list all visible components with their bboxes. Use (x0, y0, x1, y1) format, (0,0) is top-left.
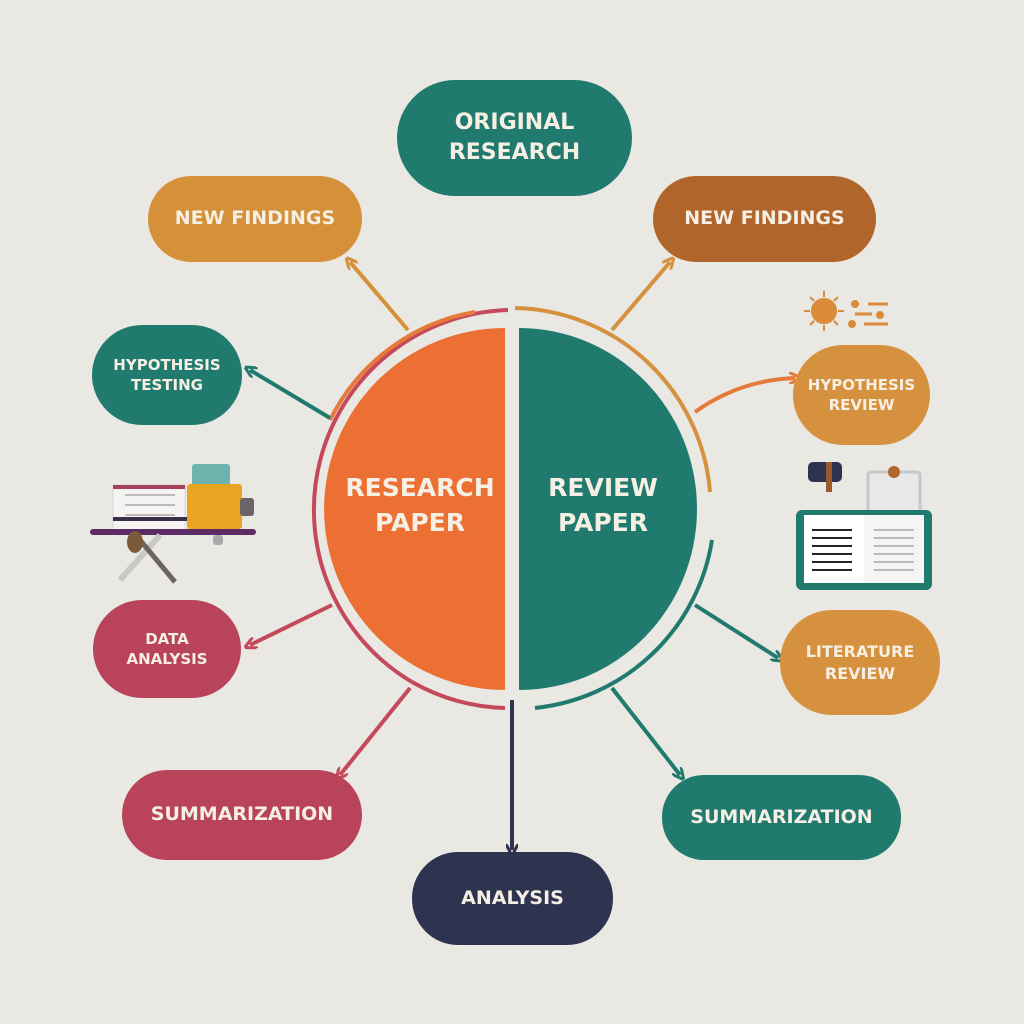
node-original-research: ORIGINAL RESEARCH (397, 80, 632, 196)
node-hypothesis-review: HYPOTHESIS REVIEW (793, 345, 930, 445)
sun-icon (804, 291, 888, 331)
research-half-shape (324, 328, 505, 690)
node-new-findings-right: NEW FINDINGS (653, 176, 876, 262)
review-paper-label: REVIEW PAPER (548, 473, 658, 537)
arrow-new-findings-left (350, 262, 410, 332)
ring-arc-right (514, 306, 712, 493)
research-paper-label: RESEARCH PAPER (345, 473, 495, 537)
node-summarization-left: SUMMARIZATION (122, 770, 362, 860)
node-analysis: ANALYSIS (412, 852, 613, 945)
arrow-data-analysis (250, 603, 333, 645)
review-half-shape (519, 328, 697, 690)
node-new-findings-left: NEW FINDINGS (148, 176, 362, 262)
node-hypothesis-testing: HYPOTHESIS TESTING (92, 325, 242, 425)
node-literature-review: LITERATURE REVIEW (780, 610, 940, 715)
ring-arc-left (311, 308, 509, 684)
arrow-summarization-left (340, 686, 412, 775)
node-summarization-right: SUMMARIZATION (662, 775, 901, 860)
books-desk-icon (90, 464, 256, 584)
arrow-literature-review (693, 603, 778, 658)
arrow-summarization-right (610, 686, 680, 775)
arrow-new-findings-right (610, 262, 670, 332)
node-data-analysis: DATA ANALYSIS (93, 600, 241, 698)
arrow-hypothesis-review (693, 378, 795, 414)
arrow-hypothesis-testing (250, 370, 332, 420)
open-book-icon (796, 462, 932, 590)
